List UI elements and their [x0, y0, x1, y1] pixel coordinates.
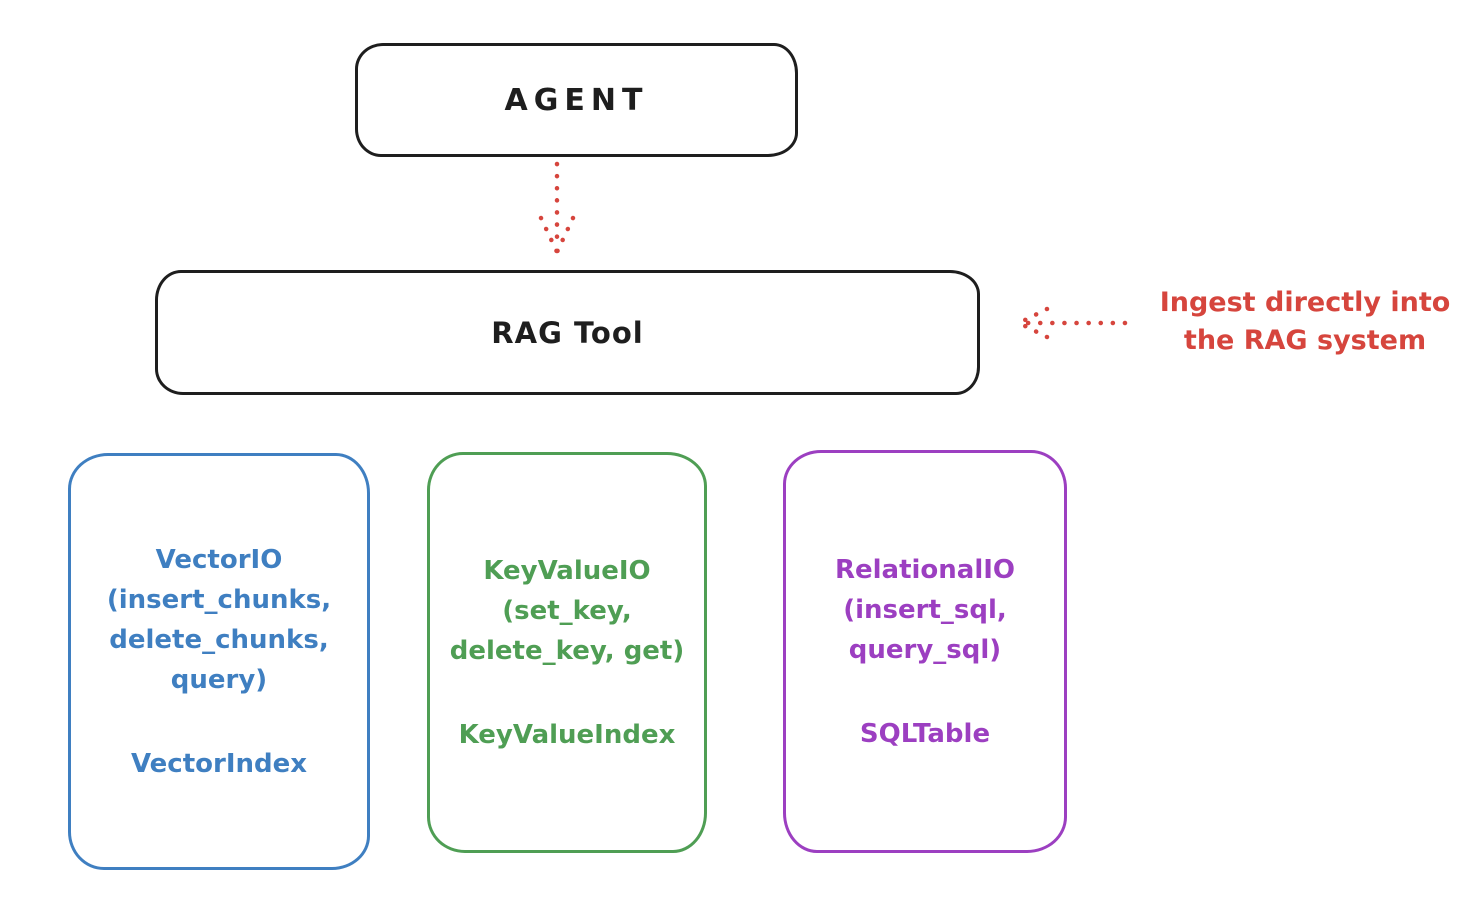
ingest-arrow-icon — [1016, 306, 1128, 340]
ingest-annotation: Ingest directly into the RAG system — [1159, 287, 1451, 356]
rag-tool-box: RAG Tool — [155, 270, 980, 395]
relational-io-methods: RelationalIO (insert_sql, query_sql) — [834, 554, 1016, 665]
relational-io-box: RelationalIO (insert_sql, query_sql) SQL… — [783, 450, 1067, 853]
agent-box: AGENT — [355, 43, 798, 157]
agent-label: AGENT — [504, 82, 649, 118]
vector-index-label: VectorIndex — [130, 748, 308, 779]
vector-io-box: VectorIO (insert_chunks, delete_chunks, … — [68, 453, 370, 870]
agent-to-rag-arrow-icon — [538, 161, 576, 255]
keyvalue-index-label: KeyValueIndex — [458, 719, 676, 750]
rag-tool-label: RAG Tool — [491, 315, 644, 350]
keyvalue-io-methods: KeyValueIO (set_key, delete_key, get) — [449, 555, 685, 666]
vector-io-methods: VectorIO (insert_chunks, delete_chunks, … — [106, 544, 332, 695]
keyvalue-io-box: KeyValueIO (set_key, delete_key, get) Ke… — [427, 452, 707, 853]
sql-table-label: SQLTable — [859, 718, 991, 749]
